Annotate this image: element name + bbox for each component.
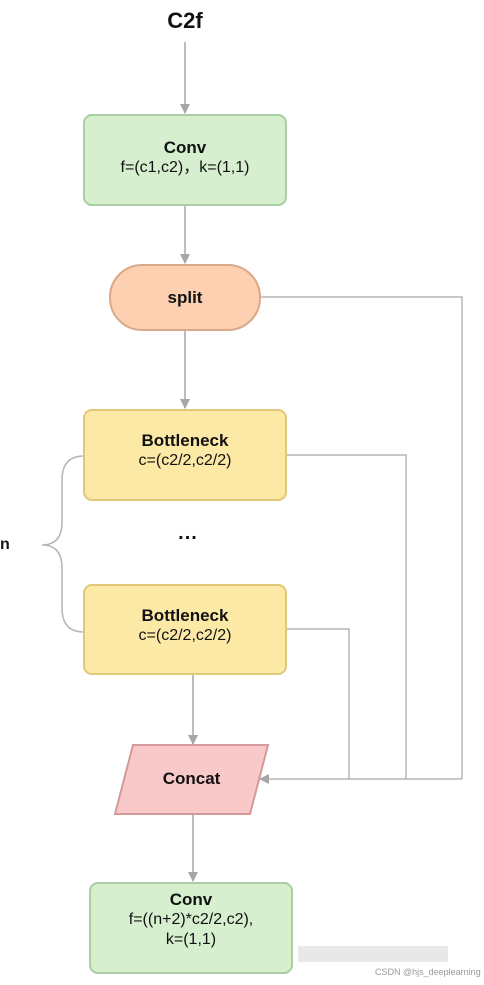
bottleneck1-node: Bottleneck c=(c2/2,c2/2) bbox=[84, 430, 286, 471]
connector-bottleneck1-to-concat bbox=[286, 454, 407, 779]
diagram-title: C2f bbox=[167, 8, 203, 33]
conv-bottom-node: Conv f=((n+2)*c2/2,c2), k=(1,1) bbox=[90, 889, 292, 950]
repeat-brace bbox=[41, 455, 85, 633]
split-node: split bbox=[110, 287, 260, 308]
concat-box bbox=[113, 744, 270, 815]
blurred-region bbox=[298, 946, 448, 962]
bottleneck2-params: c=(c2/2,c2/2) bbox=[138, 627, 232, 645]
conv-bottom-name: Conv bbox=[169, 890, 213, 909]
conv-bottom-box bbox=[89, 882, 293, 974]
bottleneck2-box bbox=[83, 584, 287, 675]
concat-name: Concat bbox=[162, 769, 221, 788]
bottleneck1-box bbox=[83, 409, 287, 501]
repeat-count-label: n bbox=[0, 536, 10, 553]
repeat-ellipsis: ... bbox=[178, 522, 198, 544]
bottleneck2-name: Bottleneck bbox=[141, 606, 229, 625]
concat-node: Concat bbox=[115, 768, 268, 789]
connector-split-to-concat bbox=[260, 296, 463, 779]
conv-top-box bbox=[83, 114, 287, 206]
conv-top-node: Conv f=(c1,c2)，k=(1,1) bbox=[84, 137, 286, 178]
bottleneck1-name: Bottleneck bbox=[141, 431, 229, 450]
bottleneck1-params: c=(c2/2,c2/2) bbox=[138, 452, 232, 470]
split-name: split bbox=[167, 288, 203, 307]
conv-top-params: f=(c1,c2)，k=(1,1) bbox=[120, 159, 250, 177]
conv-top-name: Conv bbox=[163, 138, 207, 157]
conv-bottom-params-2: k=(1,1) bbox=[165, 931, 217, 949]
conv-bottom-params: f=((n+2)*c2/2,c2), bbox=[128, 911, 254, 929]
split-box bbox=[109, 264, 261, 331]
watermark: CSDN @hjs_deeplearning bbox=[375, 967, 481, 977]
connector-bottleneck2-to-concat bbox=[286, 628, 350, 779]
bottleneck2-node: Bottleneck c=(c2/2,c2/2) bbox=[84, 605, 286, 646]
